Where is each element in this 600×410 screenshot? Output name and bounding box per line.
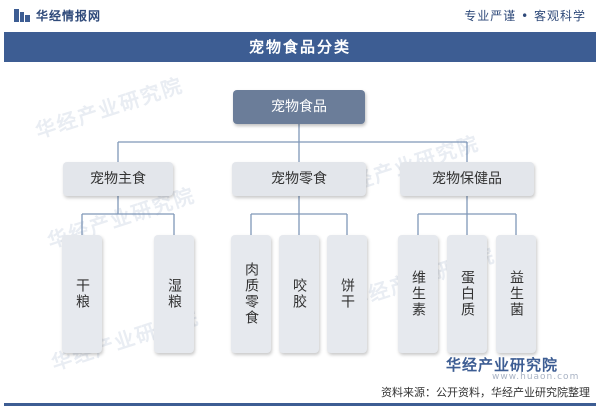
footer-logo: 华经产业研究院: [446, 356, 559, 374]
leaf-node-label: 维生素: [410, 270, 426, 318]
root-node-label: 宠物食品: [271, 99, 327, 115]
bottom-rule: [4, 403, 596, 406]
leaf-node-label: 肉质零食: [243, 262, 259, 326]
category-node-label: 宠物保健品: [432, 171, 502, 187]
category-node-supplement: 宠物保健品: [400, 162, 534, 196]
leaf-node: 肉质零食: [231, 235, 271, 353]
brand-name: 华经情报网: [36, 9, 102, 23]
leaf-node-label: 干粮: [74, 278, 90, 310]
tree-connectors: [81, 124, 517, 235]
huajing-logo-icon: [14, 9, 30, 22]
category-node-snack: 宠物零食: [232, 162, 366, 196]
leaf-node-label: 咬胶: [291, 278, 307, 310]
leaf-node: 维生素: [398, 235, 438, 353]
leaf-node-label: 湿粮: [166, 278, 182, 310]
leaf-node: 干粮: [62, 235, 102, 353]
leaf-node-label: 饼干: [339, 278, 355, 310]
category-node-label: 宠物零食: [271, 171, 327, 187]
leaf-node-label: 益生菌: [508, 270, 524, 318]
diagram-title: 宠物食品分类: [248, 38, 351, 56]
top-bar: 华经情报网 专业严谨 • 客观科学: [0, 0, 600, 30]
leaf-node: 湿粮: [154, 235, 194, 353]
leaf-node: 饼干: [327, 235, 367, 353]
category-node-label: 宠物主食: [90, 171, 146, 187]
source-note: 资料来源：公开资料，华经产业研究院整理: [381, 386, 590, 399]
category-node-staple: 宠物主食: [63, 162, 173, 196]
root-node: 宠物食品: [233, 90, 365, 124]
title-bar: 宠物食品分类: [4, 32, 596, 62]
diagram-canvas: 华经产业研究院 华经产业研究院 华经产业研究院 华经产业研究院 华经产业研究院 …: [4, 62, 596, 380]
footer-url: www.huaon.com: [492, 372, 580, 382]
leaf-node: 益生菌: [496, 235, 536, 353]
slogan: 专业严谨 • 客观科学: [464, 9, 586, 23]
leaf-node-label: 蛋白质: [459, 270, 475, 318]
leaf-node: 蛋白质: [447, 235, 487, 353]
leaf-node: 咬胶: [279, 235, 319, 353]
